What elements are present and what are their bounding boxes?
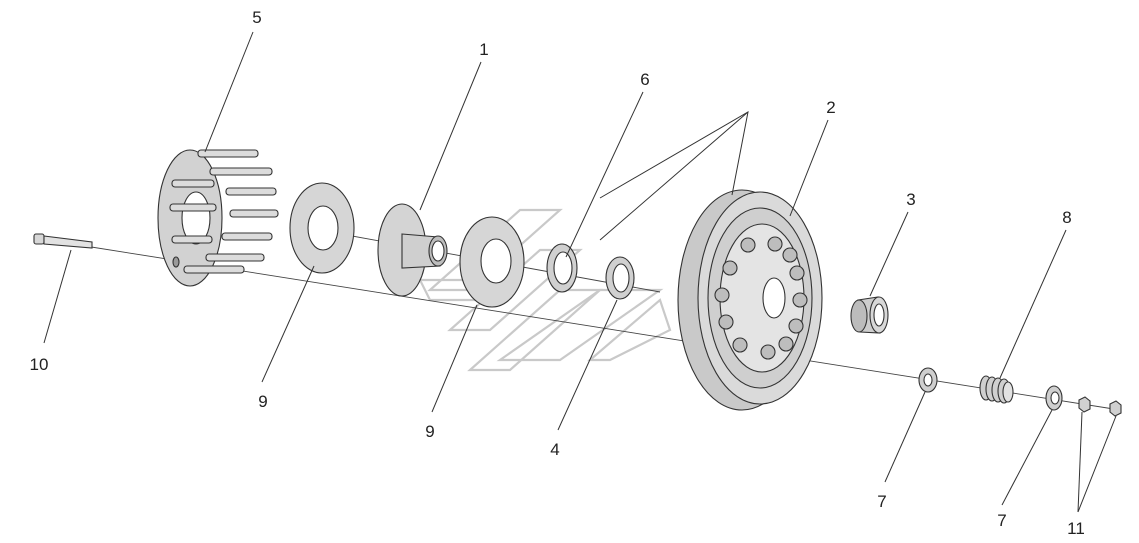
label-part-3: 3 xyxy=(906,190,915,209)
label-part-10: 10 xyxy=(30,355,49,374)
ring-part-6 xyxy=(546,243,578,293)
label-part-7-second: 7 xyxy=(997,511,1006,530)
watermark-logo xyxy=(418,208,672,372)
nuts-part-11 xyxy=(1078,396,1122,417)
pulley-bolts xyxy=(714,236,808,360)
label-part-1: 1 xyxy=(479,40,488,59)
label-part-5: 5 xyxy=(252,8,261,27)
label-part-6: 6 xyxy=(640,70,649,89)
washer-part-9-left xyxy=(289,182,355,274)
label-part-7-first: 7 xyxy=(877,492,886,511)
label-part-11: 11 xyxy=(1067,519,1085,538)
label-part-9-left: 9 xyxy=(258,392,267,411)
part-labels: 5 1 6 2 3 8 10 9 9 4 7 7 11 xyxy=(30,8,1085,538)
label-part-4: 4 xyxy=(550,440,559,459)
leader-lines xyxy=(43,31,1117,513)
spring-part-8 xyxy=(979,375,1014,404)
flange-part-5 xyxy=(157,149,279,287)
label-part-8: 8 xyxy=(1062,208,1071,227)
sleeve-part-3 xyxy=(850,296,889,334)
washer-part-7-second xyxy=(1045,385,1063,411)
label-part-2: 2 xyxy=(826,98,835,117)
bushing-part-1 xyxy=(377,203,448,297)
pulley-part-2 xyxy=(677,189,823,411)
washer-part-9-right xyxy=(459,216,525,308)
ring-part-4 xyxy=(605,256,635,300)
label-part-9-right: 9 xyxy=(425,422,434,441)
washer-part-7-first xyxy=(918,367,938,393)
bolt-part-10 xyxy=(33,233,93,249)
